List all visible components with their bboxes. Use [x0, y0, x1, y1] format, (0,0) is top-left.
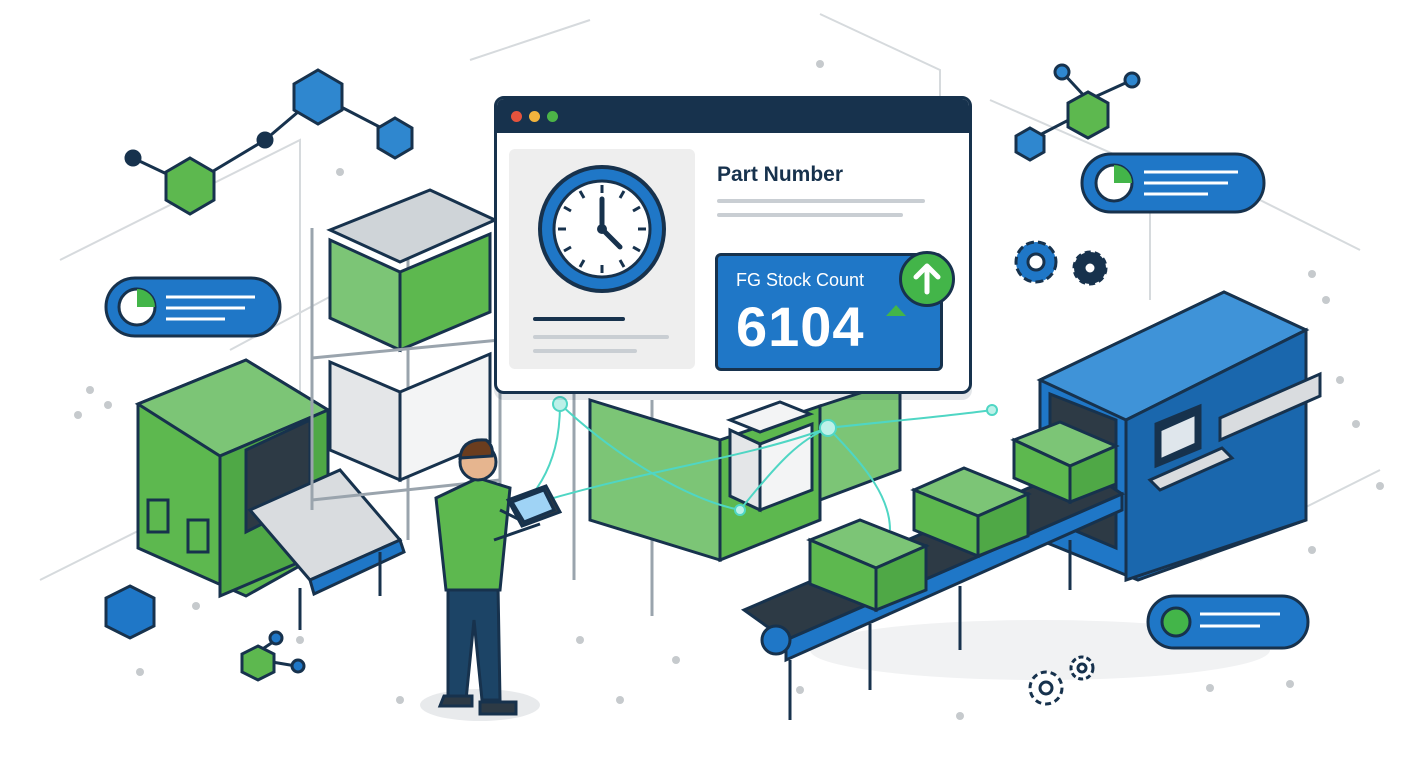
worker-figure [434, 438, 563, 716]
clock-icon [538, 165, 666, 293]
product-boxes [806, 420, 1120, 613]
placeholder-line [717, 213, 903, 217]
pie-chart-icon [104, 276, 282, 338]
part-number-title: Part Number [717, 163, 844, 186]
network-node-icon [124, 68, 414, 216]
gear-icon [1028, 655, 1095, 706]
stock-count-value: 6104 [736, 295, 865, 358]
maximize-dot [547, 111, 558, 122]
stock-info-window: Part Number FG Stock Count 6104 [494, 96, 972, 394]
arrow-up-icon [899, 251, 955, 307]
decorative-dots [74, 60, 1384, 720]
window-title-bar [497, 99, 969, 133]
data-flow-lines [519, 396, 998, 531]
pie-chart-icon [1080, 152, 1266, 214]
scanner-machine [134, 358, 406, 630]
trend-up-icon [886, 305, 906, 316]
placeholder-line [533, 349, 637, 353]
network-node-icon [1014, 63, 1141, 162]
stock-count-label: FG Stock Count [736, 270, 865, 290]
placeholder-line [533, 317, 625, 321]
placeholder-line [717, 199, 925, 203]
clock-card [509, 149, 695, 369]
minimize-dot [529, 111, 540, 122]
cube-icon [104, 584, 306, 682]
close-dot [511, 111, 522, 122]
gear-icon [1014, 240, 1108, 286]
status-pill-icon [1146, 594, 1310, 650]
pallet-rack [310, 188, 502, 540]
placeholder-line [533, 335, 669, 339]
